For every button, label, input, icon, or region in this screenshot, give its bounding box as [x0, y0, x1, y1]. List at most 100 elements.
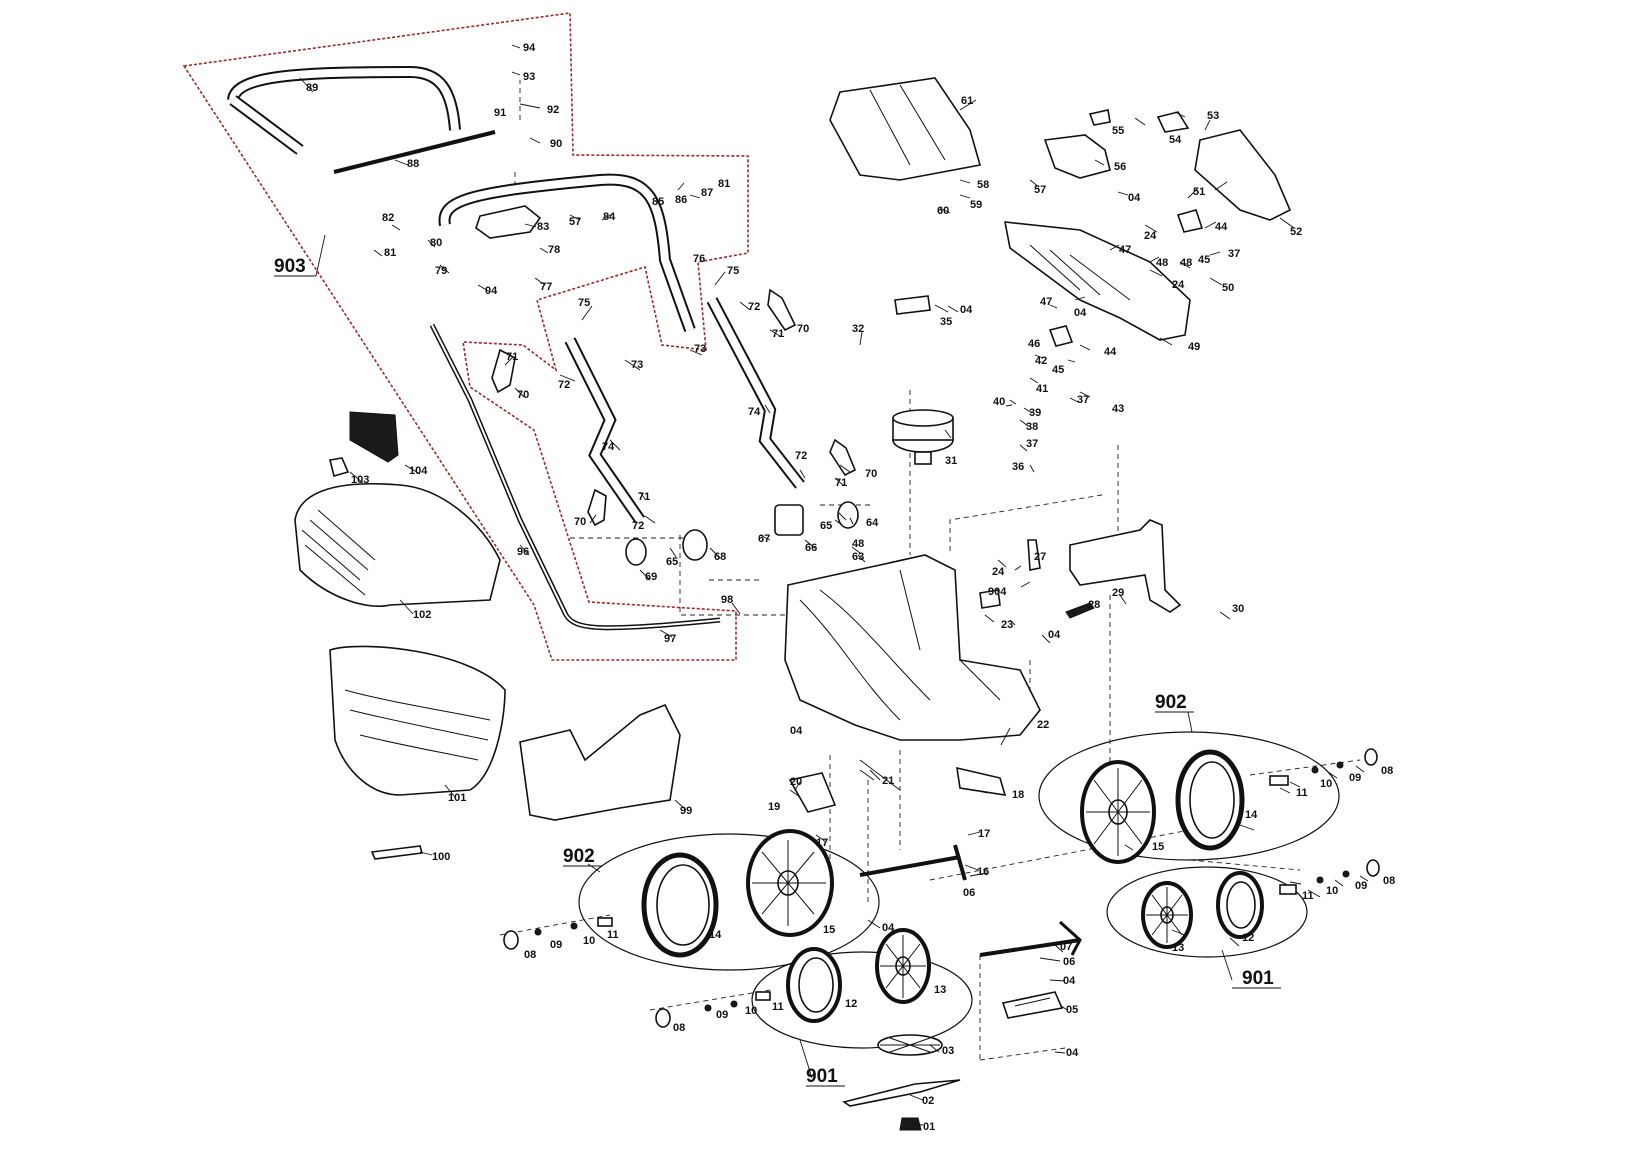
label-99: 99: [680, 805, 692, 817]
label-104: 104: [409, 465, 428, 477]
label-11c: 11: [1296, 787, 1308, 799]
label-64: 64: [866, 517, 879, 529]
label-06a: 06: [963, 887, 975, 899]
label-15b: 15: [823, 924, 835, 936]
label-17a: 17: [978, 828, 990, 840]
label-06b: 06: [1063, 956, 1075, 968]
label-10d: 10: [1326, 885, 1338, 897]
label-51: 51: [1193, 186, 1205, 198]
label-66: 66: [805, 542, 817, 554]
label-23: 23: [1001, 619, 1013, 631]
label-08d: 08: [1383, 875, 1395, 887]
height-adjuster-05: [1001, 991, 1064, 1019]
label-57a: 57: [569, 216, 581, 228]
label-10b: 10: [745, 1005, 757, 1017]
label-79: 79: [435, 265, 447, 277]
plate-23: [979, 589, 1001, 609]
label-10c: 10: [1320, 778, 1332, 790]
bracket-56: [1043, 134, 1111, 179]
label-76: 76: [693, 253, 705, 265]
wheel-group-902-right: [1038, 731, 1340, 861]
battery-compartment-detail: [1029, 244, 1131, 301]
assembly-903-label: 903: [274, 256, 306, 277]
label-22: 22: [1037, 719, 1049, 731]
label-44a: 44: [1215, 221, 1228, 233]
assembly-901-right-label: 901: [1242, 968, 1274, 989]
motor-31: [892, 409, 954, 465]
label-08b: 08: [673, 1022, 685, 1034]
label-70d: 70: [574, 516, 586, 528]
label-04h: 04: [1066, 1047, 1079, 1059]
assembly-903-leader: [315, 234, 326, 277]
lower-handle-76: [438, 173, 696, 333]
assembly-labels: 903 902 902 901 901: [274, 256, 1281, 1087]
latch-54: [1156, 111, 1190, 133]
label-49: 49: [1188, 341, 1200, 353]
label-56: 56: [1114, 161, 1126, 173]
label-42: 42: [1035, 355, 1047, 367]
label-37c: 37: [1026, 438, 1038, 450]
label-36: 36: [1012, 461, 1024, 473]
label-65b: 65: [666, 556, 678, 568]
label-82: 82: [382, 212, 394, 224]
label-24b: 24: [1172, 279, 1185, 291]
battery-cover-61: [829, 77, 982, 181]
wheel-15-left: [746, 829, 834, 937]
label-101: 101: [448, 792, 466, 804]
label-71a: 71: [772, 328, 784, 340]
label-20: 20: [790, 776, 802, 788]
flap-27: [1027, 539, 1041, 571]
battery-cover-detail: [869, 84, 946, 166]
label-83: 83: [537, 221, 549, 233]
label-80: 80: [430, 237, 442, 249]
label-leaders: [299, 44, 1369, 1126]
deck-housing-22: [784, 554, 1041, 741]
label-72d: 72: [632, 520, 644, 532]
label-53: 53: [1207, 110, 1219, 122]
label-08c: 08: [1381, 765, 1393, 777]
label-73b: 73: [631, 359, 643, 371]
switch-35: [894, 295, 931, 315]
label-43: 43: [1112, 403, 1124, 415]
label-12b: 12: [1242, 932, 1254, 944]
label-72c: 72: [795, 450, 807, 462]
front-axle-07: [979, 938, 1081, 957]
label-45b: 45: [1052, 364, 1064, 376]
label-92: 92: [547, 104, 559, 116]
label-89: 89: [306, 82, 318, 94]
group-901-right-leader: [1221, 949, 1233, 981]
label-86: 86: [675, 194, 687, 206]
label-59: 59: [970, 199, 982, 211]
label-09d: 09: [1355, 880, 1367, 892]
label-52: 52: [1290, 226, 1302, 238]
label-73a: 73: [694, 343, 706, 355]
label-37b: 37: [1077, 394, 1089, 406]
label-30: 30: [1232, 603, 1244, 615]
tyre-12-right: [1216, 871, 1264, 939]
tyre-12-left: [786, 947, 842, 1023]
hinge-parts-64-69: [625, 501, 859, 566]
label-50: 50: [1222, 282, 1234, 294]
label-90: 90: [550, 138, 562, 150]
label-57b: 57: [1034, 184, 1046, 196]
indicator-100: [370, 845, 424, 860]
deck-housing-detail: [799, 569, 1001, 721]
label-02: 02: [922, 1095, 934, 1107]
label-48a: 48: [852, 538, 864, 550]
label-81b: 81: [384, 247, 396, 259]
label-04d: 04: [1048, 629, 1061, 641]
label-04g: 04: [1063, 975, 1076, 987]
label-85: 85: [652, 196, 664, 208]
label-41: 41: [1036, 383, 1048, 395]
label-54: 54: [1169, 134, 1182, 146]
group-901-left-leader: [799, 1039, 813, 1079]
tyre-14-right: [1175, 749, 1245, 851]
label-63: 63: [852, 551, 864, 563]
label-24a: 24: [1144, 230, 1157, 242]
label-71d: 71: [638, 491, 650, 503]
wheel-group-902-left: [578, 833, 880, 971]
label-98: 98: [721, 594, 733, 606]
plate-46: [1048, 325, 1074, 347]
label-32: 32: [852, 323, 864, 335]
label-71c: 71: [835, 477, 847, 489]
